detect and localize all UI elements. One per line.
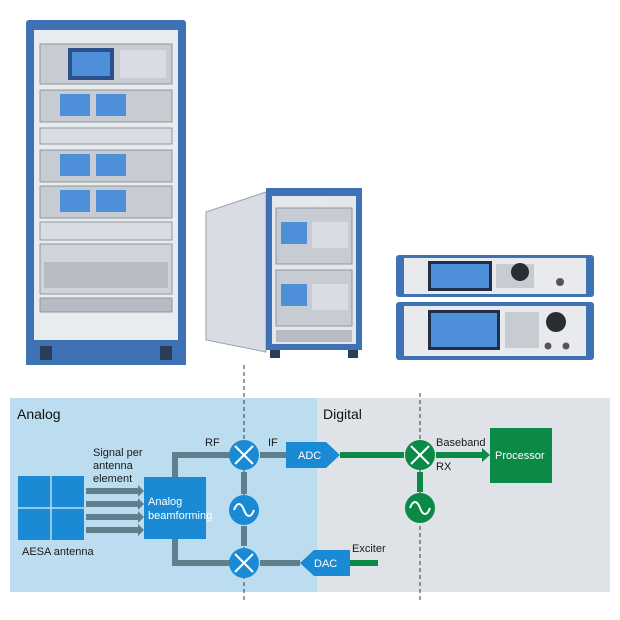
rx-label: RX <box>436 461 452 473</box>
adc-block <box>286 442 340 468</box>
digital-local-oscillator <box>405 493 435 523</box>
block-diagram: Analog Digital AESA antenna Signal per a… <box>10 365 610 603</box>
analog-beamforming-block <box>144 477 206 539</box>
antenna-element-arrows <box>86 485 144 536</box>
signal-generator-bottom <box>396 302 594 360</box>
equipment-photos: ROHDE & SCHWARZ <box>26 20 594 365</box>
digital-label: Digital <box>323 406 362 422</box>
tall-test-rack: ROHDE & SCHWARZ <box>26 20 186 365</box>
if-label: IF <box>268 437 278 449</box>
compact-test-rack: ROHDE & SCHWARZ <box>205 188 362 358</box>
exciter-label: Exciter <box>352 543 386 555</box>
cube-brand-label: ROHDE & SCHWARZ <box>276 199 325 205</box>
analog-local-oscillator <box>229 495 259 525</box>
rf-label: RF <box>205 437 220 449</box>
dac-label: DAC <box>314 558 337 570</box>
rx-mixer <box>405 440 435 470</box>
digital-bus-paths <box>340 452 482 566</box>
rack-brand-label: ROHDE & SCHWARZ <box>42 34 91 40</box>
processor-label: Processor <box>495 450 545 462</box>
aesa-antenna-label: AESA antenna <box>22 546 94 558</box>
exciter-mixer <box>229 548 259 578</box>
analog-beamforming-label: Analog beamforming <box>148 496 212 522</box>
processor-arrowhead <box>482 448 490 462</box>
adc-label: ADC <box>298 450 321 462</box>
processor-block <box>490 428 552 483</box>
digital-region <box>317 398 610 592</box>
signal-per-antenna-label: Signal per antenna element <box>93 447 146 485</box>
baseband-label: Baseband <box>436 437 486 449</box>
analog-bus-paths <box>172 452 300 566</box>
analog-label: Analog <box>17 406 61 422</box>
rf-if-mixer <box>229 440 259 470</box>
dac-block <box>300 550 350 576</box>
aesa-antenna <box>18 476 84 540</box>
signal-generator-top <box>396 255 594 297</box>
